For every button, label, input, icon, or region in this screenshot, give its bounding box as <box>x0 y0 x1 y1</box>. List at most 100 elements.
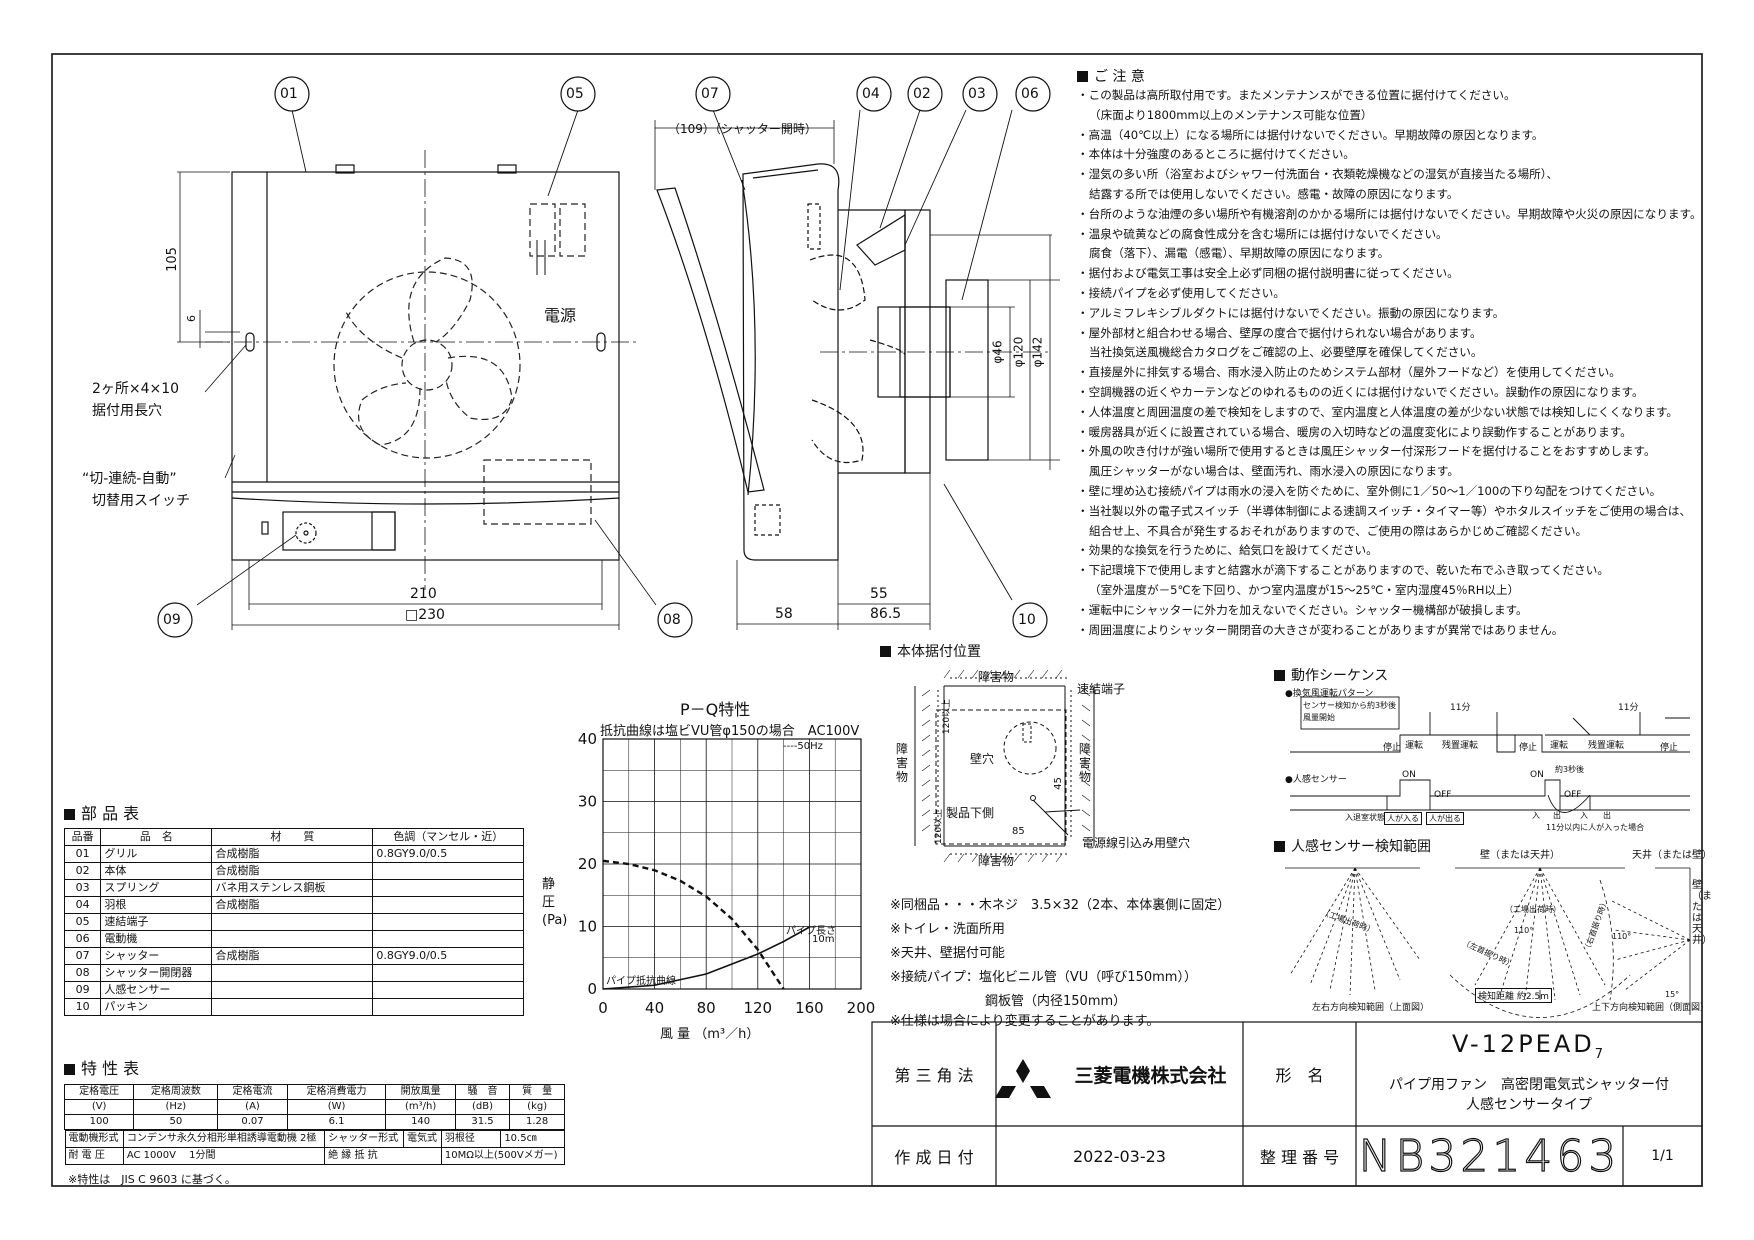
note-line: ・接続パイプを必ず使用してください。 <box>1077 285 1285 300</box>
dim-105: 105 <box>164 247 180 272</box>
note-line: 組合せ上、不具合が発生するおそれがありますので、ご使用の際はあらかじめご確認くだ… <box>1089 523 1588 538</box>
sensor-angle-1: 110° <box>1514 926 1534 935</box>
mounting-cable-hole: 電源線引込み用壁穴 <box>1082 836 1191 850</box>
specs-title: 特 性 表 <box>64 1055 139 1079</box>
seq-remain-2: 残置運転 <box>1588 741 1625 751</box>
slot-label: 2ヶ所×4×10 <box>92 381 180 397</box>
dim-phi46: φ46 <box>990 340 1005 364</box>
notes-title-text: ご 注 意 <box>1094 69 1145 85</box>
seq-occupancy: 入退室状態 <box>1345 813 1385 822</box>
parts-cell: シャッター <box>100 947 213 965</box>
number-label: 整 理 番 号 <box>1259 1148 1340 1167</box>
note-line: ・本体は十分強度のあるところに据付けてください。 <box>1077 147 1355 162</box>
spec-unit-cell: (W) <box>286 1099 387 1115</box>
pq-annotation-curve: パイプ抵抗曲線 <box>606 976 676 987</box>
seq-11min-2: 11分 <box>1618 703 1639 713</box>
spec-withstand-cell: 10MΩ以上(500Vメガー) <box>440 1147 565 1165</box>
sequence-title: 動作シーケンス <box>1274 665 1388 685</box>
parts-cell: 羽根 <box>100 896 213 914</box>
parts-cell: 07 <box>63 947 102 965</box>
spec-motor-cell: 電動機形式 <box>64 1130 124 1148</box>
document-number: NB321463 <box>1358 1130 1621 1182</box>
model-desc-1: パイプ用ファン 高密閉電気式シャッター付 <box>1389 1077 1669 1093</box>
spec-motor-cell: シャッター形式 <box>324 1130 404 1148</box>
accessory-line-4: ※接続パイプ：塩化ビニル管（VU（呼び150mm）） <box>890 970 1197 985</box>
note-line: 風圧シャッターがない場合は、壁面汚れ、雨水浸入の原因になります。 <box>1089 464 1459 479</box>
note-line: ・暖房器具が近くに設置されている場合、暖房の入切時などの温度変化により誤動作する… <box>1077 424 1632 439</box>
spec-value-cell: 50 <box>133 1114 219 1130</box>
callout-06: 06 <box>1021 86 1039 102</box>
spec-table: 定格電圧定格周波数定格電流定格消費電力開放風量騒 音質 量(V)(Hz)(A)(… <box>63 1084 565 1165</box>
parts-cell <box>372 998 524 1016</box>
mitsubishi-logo-mark <box>995 1059 1051 1098</box>
accessory-line-3: ※天井、壁据付可能 <box>890 946 1005 961</box>
switch-sub: 切替用スイッチ <box>92 493 190 509</box>
parts-cell: 合成樹脂 <box>211 947 374 965</box>
parts-cell: シャッター開閉器 <box>100 964 213 982</box>
model-name: V-12PEAD7 <box>1356 1030 1702 1062</box>
seq-out-1: 出 <box>1553 811 1561 820</box>
sensor-wall-vertical: 壁（または天井） <box>1692 880 1712 946</box>
parts-header-cell: 材 質 <box>211 828 374 846</box>
seq-person-out: 人が出る <box>1426 812 1464 825</box>
seq-on-2: ON <box>1530 770 1544 780</box>
callout-05: 05 <box>566 86 584 102</box>
accessory-line-1: ※同梱品・・・木ネジ 3.5×32（2本、本体裏側に固定） <box>890 898 1231 913</box>
accessory-line-2: ※トイレ・洗面所用 <box>890 922 1005 937</box>
callout-07: 07 <box>701 86 719 102</box>
switch-label: “切-連続-自動” <box>82 471 177 487</box>
seq-in-1: 入 <box>1532 811 1540 820</box>
note-line: ・周囲温度によりシャッター開閉音の大きさが変わることがありますが異常ではありませ… <box>1077 622 1564 637</box>
parts-cell <box>372 964 524 982</box>
parts-cell <box>372 913 524 931</box>
seq-in-2: 入 <box>1580 811 1588 820</box>
pq-title: P－Q特性 <box>680 700 751 719</box>
mounting-title-text: 本体据付位置 <box>897 644 981 660</box>
parts-cell <box>211 981 374 999</box>
parts-cell: 03 <box>63 879 102 897</box>
sequence-box: センサー検知から約3秒後風量開始 <box>1303 701 1397 722</box>
parts-cell <box>372 879 524 897</box>
pq-annotation-length: 10m <box>812 934 835 945</box>
parts-cell: 合成樹脂 <box>211 862 374 880</box>
seq-3sec: 約3秒後 <box>1555 765 1585 774</box>
sensor-range-title-text: 人感センサー検知範囲 <box>1291 839 1431 855</box>
parts-title: 部 品 表 <box>64 800 139 824</box>
spec-withstand-cell: AC 1000V 1分間 <box>122 1147 326 1165</box>
note-line: （床面より1800mm以上のメンテナンス可能な位置） <box>1089 107 1373 122</box>
spec-unit-cell: (m³/h) <box>385 1099 456 1115</box>
spec-value-cell: 1.28 <box>509 1114 565 1130</box>
note-line: 当社換気送風機総合カタログをご確認の上、必要壁厚を確保してください。 <box>1089 345 1483 360</box>
note-line: ・直接屋外に排気する場合、雨水浸入防止のためシステム部材（屋外フードなど）を使用… <box>1077 365 1621 380</box>
dim-230: □230 <box>405 607 445 623</box>
parts-cell: 05 <box>63 913 102 931</box>
mounting-wall-hole: 壁穴 <box>970 752 995 766</box>
parts-cell: スプリング <box>100 879 213 897</box>
projection-label: 第 三 角 法 <box>894 1066 974 1085</box>
parts-cell <box>211 998 374 1016</box>
pq-xlabel: 風 量 （m³／h） <box>660 1027 760 1042</box>
mounting-obstacle-left: 障害物 <box>896 742 909 784</box>
parts-cell: 10 <box>63 998 102 1016</box>
parts-cell: 合成樹脂 <box>211 845 374 863</box>
parts-header-row: 品番品 名材 質色調（マンセル・近） <box>63 828 524 846</box>
mounting-title: 本体据付位置 <box>880 641 981 661</box>
spec-value-cell: 31.5 <box>454 1114 511 1130</box>
sequence-row2: ●人感センサー <box>1285 775 1347 785</box>
mounting-obstacle-top: 障害物 <box>978 670 1015 684</box>
seq-stop-1: 停止 <box>1383 743 1402 753</box>
callout-08: 08 <box>663 612 681 628</box>
parts-cell: バネ用ステンレス鋼板 <box>211 879 374 897</box>
note-line: ・外風の吹き付けが強い場所で使用するときは風圧シャッター付深形フードを据付けるこ… <box>1077 444 1656 459</box>
spec-withstand-cell: 耐 電 圧 <box>64 1147 124 1165</box>
callout-01: 01 <box>280 86 298 102</box>
parts-cell <box>211 913 374 931</box>
mounting-dim-top: 120以上 <box>942 698 953 735</box>
callout-10: 10 <box>1018 612 1036 628</box>
dim-86-5: 86.5 <box>870 606 902 622</box>
